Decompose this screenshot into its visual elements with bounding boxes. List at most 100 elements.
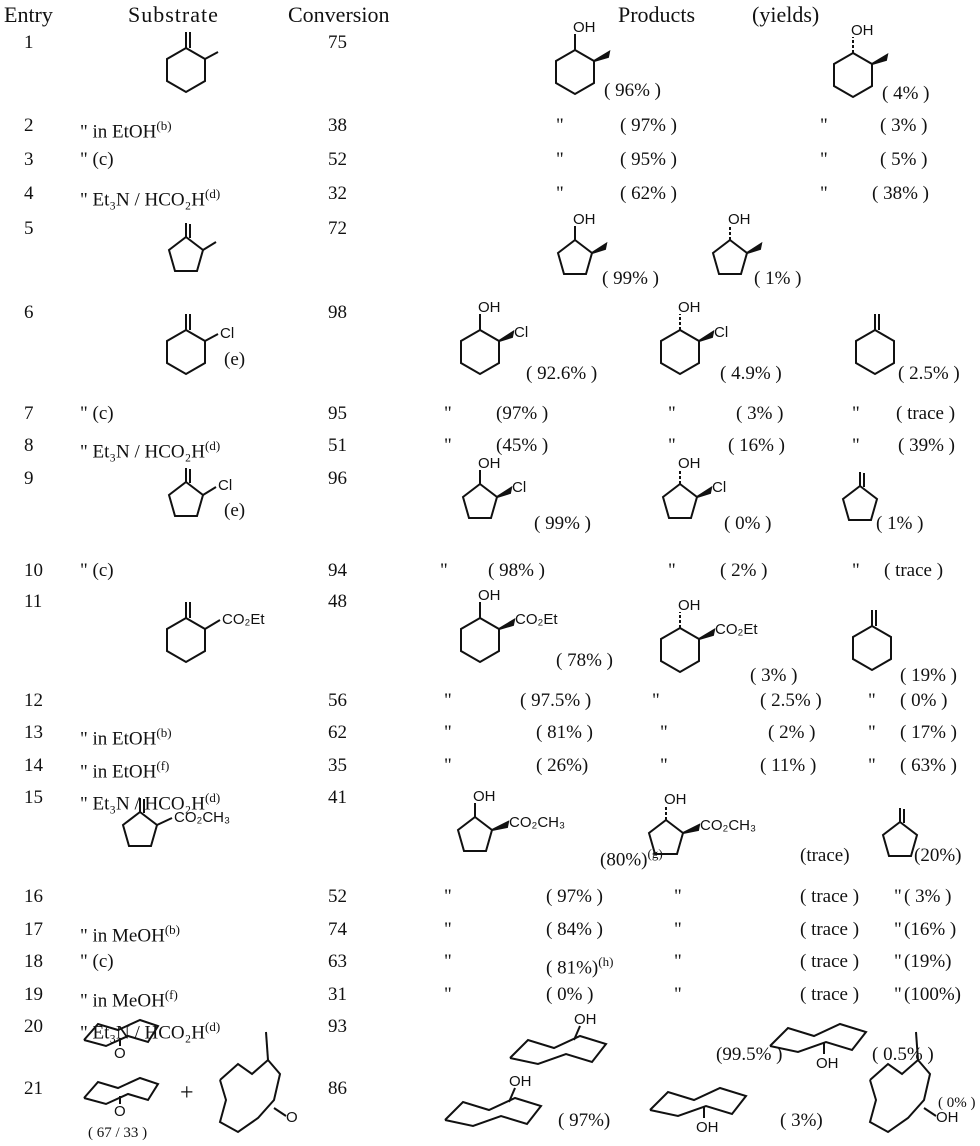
cyclohexanone-structure bbox=[852, 610, 892, 671]
cis-hydroxyester-structure: OH CO₂CH₃ bbox=[457, 788, 565, 852]
yield: ( 81%)(h) bbox=[546, 954, 614, 979]
oh-label: OH bbox=[728, 211, 751, 228]
conversion-value: 31 bbox=[328, 984, 347, 1005]
ditto-mark: " bbox=[444, 690, 452, 711]
ditto-mark: " bbox=[852, 560, 860, 581]
yield: (100%) bbox=[904, 984, 961, 1005]
chlorocyclopentanone-structure: Cl bbox=[168, 468, 232, 517]
substrate-condition: " (c) bbox=[80, 951, 114, 972]
entry-number: 18 bbox=[24, 951, 43, 972]
plus-sign: + bbox=[180, 1080, 194, 1106]
oh-label: OH bbox=[936, 1109, 959, 1126]
trans-chlorohydrin-structure: OH Cl bbox=[660, 299, 728, 375]
yield: ( 3% ) bbox=[736, 403, 784, 424]
cis-alcohol-structure: OH bbox=[555, 19, 611, 95]
ditto-mark: " bbox=[444, 403, 452, 424]
ditto-mark: " bbox=[556, 183, 564, 204]
trans-alcohol-structure: OH bbox=[712, 211, 763, 275]
ditto-mark: " bbox=[440, 560, 448, 581]
ditto-mark: " bbox=[868, 722, 876, 743]
ditto-mark: " bbox=[852, 435, 860, 456]
substrate-condition: " in MeOH(b) bbox=[80, 922, 180, 947]
substrate-condition: " (c) bbox=[80, 560, 114, 581]
ditto-mark: " bbox=[652, 690, 660, 711]
axial-decalol-structure: OH bbox=[769, 1022, 868, 1072]
substrate-condition: " in EtOH(f) bbox=[80, 758, 170, 783]
yield: ( 97%) bbox=[558, 1110, 611, 1131]
yield: ( 95% ) bbox=[620, 149, 677, 170]
substrate-condition: " (c) bbox=[80, 149, 114, 170]
header-conversion: Conversion bbox=[288, 2, 390, 27]
ditto-mark: " bbox=[894, 886, 902, 907]
cl-label: Cl bbox=[514, 324, 528, 341]
conversion-value: 94 bbox=[328, 560, 347, 581]
yield: ( 97.5% ) bbox=[520, 690, 592, 711]
conversion-value: 96 bbox=[328, 468, 347, 489]
yield: (99.5% ) bbox=[716, 1044, 783, 1065]
oh-label: OH bbox=[573, 211, 596, 228]
header-products: Products bbox=[618, 2, 695, 27]
yield: ( 0% ) bbox=[900, 690, 948, 711]
conversion-value: 86 bbox=[328, 1078, 347, 1099]
yield: ( 17% ) bbox=[900, 722, 957, 743]
trans-chlorohydrin-structure: OH Cl bbox=[662, 455, 726, 519]
ditto-mark: " bbox=[444, 886, 452, 907]
entry-number: 1 bbox=[24, 32, 34, 53]
cyclohexanone-structure bbox=[166, 32, 219, 93]
cis-decalone-structure: O bbox=[218, 1031, 298, 1134]
entry-number: 17 bbox=[24, 919, 43, 940]
co2ch3-label: CO₂CH₃ bbox=[174, 809, 230, 826]
trans-alcohol-structure: OH bbox=[833, 22, 889, 98]
oh-label: OH bbox=[573, 19, 596, 36]
yield: ( 5% ) bbox=[880, 149, 928, 170]
ditto-mark: " bbox=[444, 755, 452, 776]
axial-decalol-structure: OH bbox=[649, 1086, 748, 1136]
conversion-value: 72 bbox=[328, 218, 347, 239]
yield: ( 2% ) bbox=[768, 722, 816, 743]
yield: ( 19% ) bbox=[900, 665, 957, 686]
yield: ( 3% ) bbox=[750, 665, 798, 686]
ditto-mark: " bbox=[668, 560, 676, 581]
ditto-mark: " bbox=[556, 149, 564, 170]
conversion-value: 48 bbox=[328, 591, 347, 612]
cis-hydroxyester-structure: OH CO₂Et bbox=[460, 587, 558, 663]
yield: (97% ) bbox=[496, 403, 549, 424]
yield: ( 1% ) bbox=[754, 268, 802, 289]
yield: ( 96% ) bbox=[604, 80, 661, 101]
yield: ( trace ) bbox=[884, 560, 944, 581]
entry-number: 10 bbox=[24, 560, 43, 581]
conversion-value: 35 bbox=[328, 755, 347, 776]
yield: ( 99% ) bbox=[534, 513, 591, 534]
entry-number: 15 bbox=[24, 787, 43, 808]
yield: (19%) bbox=[904, 951, 952, 972]
conversion-value: 52 bbox=[328, 886, 347, 907]
yield: ( trace ) bbox=[800, 919, 860, 940]
co2ch3-label: CO₂CH₃ bbox=[700, 817, 756, 834]
cl-label: Cl bbox=[512, 479, 526, 496]
yield: (16% ) bbox=[904, 919, 957, 940]
ditto-mark: " bbox=[444, 919, 452, 940]
yield: ( 81% ) bbox=[536, 722, 593, 743]
ditto-mark: " bbox=[894, 919, 902, 940]
entry-number: 9 bbox=[24, 468, 34, 489]
ditto-mark: " bbox=[894, 984, 902, 1005]
entry-number: 5 bbox=[24, 218, 34, 239]
entry-number: 6 bbox=[24, 302, 34, 323]
ditto-mark: " bbox=[674, 984, 682, 1005]
co2et-label: CO₂Et bbox=[222, 611, 265, 628]
oh-label: OH bbox=[816, 1055, 839, 1072]
ditto-mark: " bbox=[674, 919, 682, 940]
o-label: O bbox=[114, 1103, 126, 1120]
substrate-condition: " (c) bbox=[80, 403, 114, 424]
substrate-condition: " in MeOH(f) bbox=[80, 987, 178, 1012]
entry-number: 8 bbox=[24, 435, 34, 456]
cl-label: Cl bbox=[714, 324, 728, 341]
ketoester-structure: CO₂CH₃ bbox=[122, 798, 230, 847]
entry-number: 7 bbox=[24, 403, 34, 424]
conversion-value: 62 bbox=[328, 722, 347, 743]
entry-number: 4 bbox=[24, 183, 34, 204]
yield: ( trace ) bbox=[800, 984, 860, 1005]
conversion-value: 52 bbox=[328, 149, 347, 170]
ditto-mark: " bbox=[444, 951, 452, 972]
yield: ( 1% ) bbox=[876, 513, 924, 534]
